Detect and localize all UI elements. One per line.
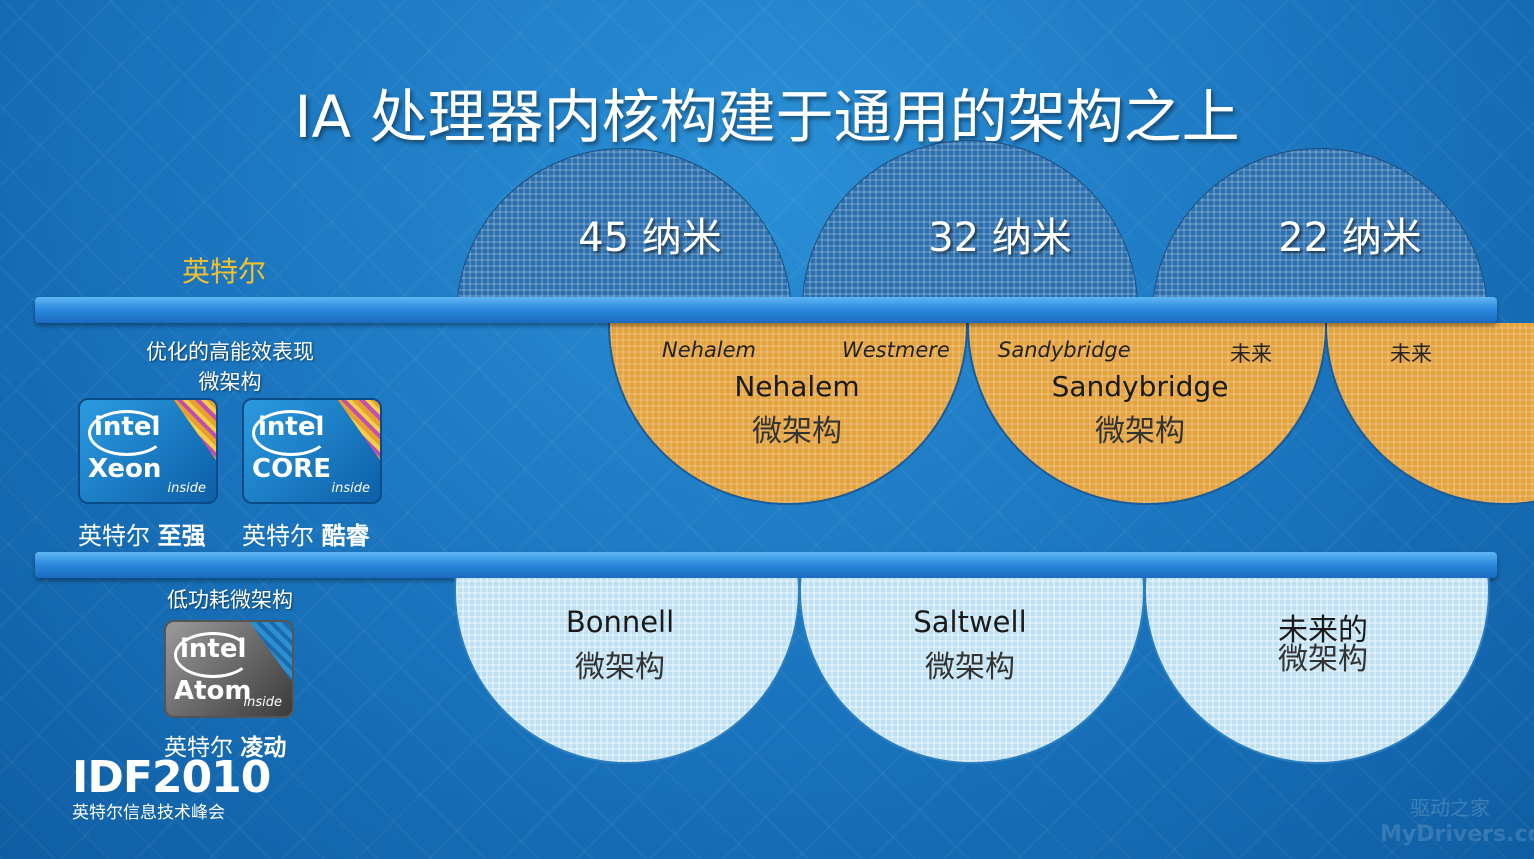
high-perf-label: 优化的高能效表现 微架构 [110,336,350,396]
brand-name: Xeon [88,454,162,484]
intel-wordmark: intel [258,412,325,442]
arch-name: Sandybridge [1051,370,1229,403]
low-power-label: 低功耗微架构 [167,588,293,612]
arch-name: Bonnell [565,605,675,639]
brand-name: Atom [174,676,252,706]
watermark-cn: 驱动之家 [1410,796,1490,820]
node-label-32: 32 纳米 [928,215,1072,261]
tick-label: 未来 [1390,342,1432,366]
label-line: 微架构 [198,370,262,394]
arch-sub: 微架构 [1278,642,1368,677]
idf-logo: IDF2010 [72,752,271,803]
high-perf-row [0,323,1534,523]
arch-sub: 微架构 [752,414,842,449]
caption-bold: 至强 [157,522,206,550]
tick-label: Nehalem [662,338,757,362]
caption-bold: 酷睿 [321,522,370,550]
label-line: 优化的高能效表现 [146,340,314,364]
tock-label: 未来 [1230,342,1272,366]
xeon-logo: intel Xeon inside [78,398,218,504]
intel-label: 英特尔 [182,255,267,288]
low-power-bar [35,552,1497,578]
slide-title: IA 处理器内核构建于通用的架构之上 [294,83,1240,151]
brand-name: CORE [252,454,331,484]
core-logo: intel CORE inside [242,398,382,504]
atom-caption: 英特尔 凌动 [164,728,286,762]
core-caption: 英特尔 酷睿 [242,516,370,551]
inside-text: inside [243,695,283,710]
inside-text: inside [167,481,207,496]
intel-wordmark: intel [94,412,161,442]
node-label-22: 22 纳米 [1278,215,1422,261]
arch-sub: 微架构 [575,650,665,685]
tick-label: Sandybridge [998,338,1131,362]
arch-sub: 微架构 [925,650,1015,685]
caption: 英特尔 [164,735,233,761]
xeon-caption: 英特尔 至强 [78,516,206,551]
low-power-row [0,578,1534,778]
tock-label: Westmere [842,338,950,362]
intel-wordmark: intel [180,634,247,664]
caption-bold: 凌动 [240,735,287,761]
arch-name: Nehalem [734,370,860,403]
inside-text: inside [331,481,371,496]
arch-sub: 微架构 [1095,414,1185,449]
caption: 英特尔 [242,522,314,550]
idf-subtitle: 英特尔信息技术峰会 [72,803,225,823]
caption: 英特尔 [78,522,150,550]
arch-name: Saltwell [913,605,1027,639]
arch-name: 未来的 [1278,613,1368,648]
process-node-row [0,140,1534,297]
high-perf-bar [35,297,1497,323]
watermark-en: MyDrivers.com [1380,822,1534,847]
atom-logo: intel Atom inside [164,620,294,718]
node-label-45: 45 纳米 [578,215,722,261]
